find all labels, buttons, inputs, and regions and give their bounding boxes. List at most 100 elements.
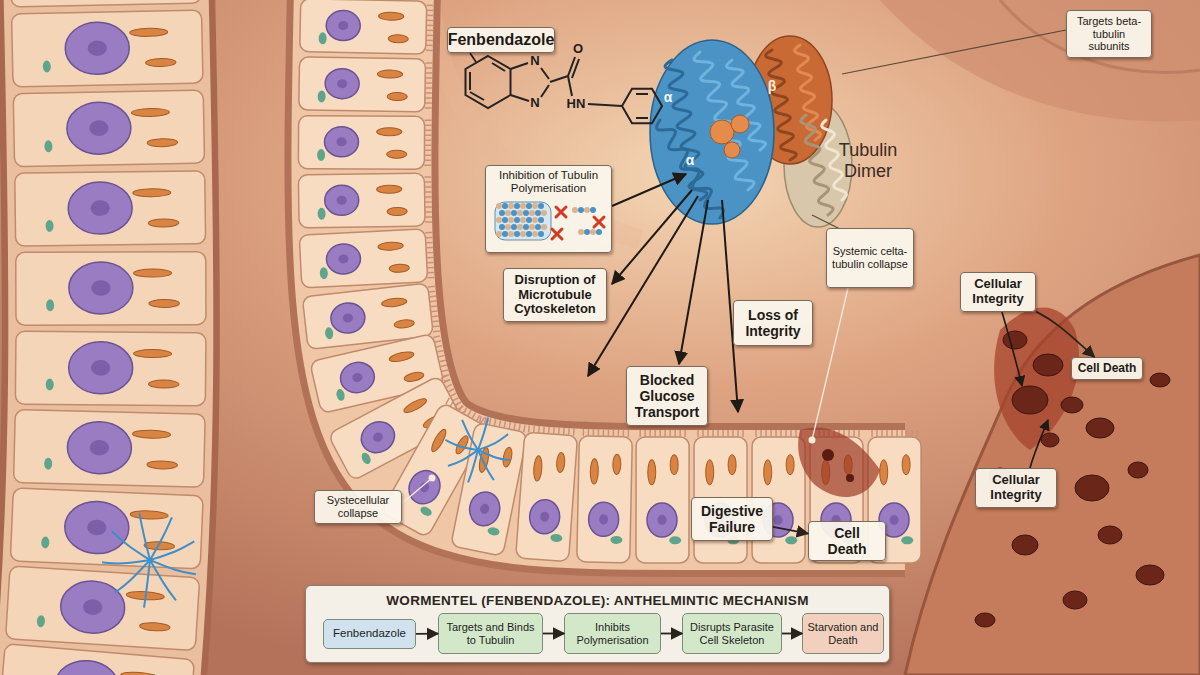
mitochondrion (387, 207, 407, 215)
tubulin-bead (496, 217, 502, 223)
microtubule-body (495, 202, 551, 240)
node-text: Cellular Integrity (980, 473, 1052, 503)
cell-nucleus (647, 503, 677, 537)
organelle (317, 149, 325, 161)
tubulin-bead (502, 217, 508, 223)
organelle (335, 388, 345, 401)
nucleolus (351, 372, 363, 383)
nucleolus (90, 200, 109, 216)
microtubule-fibre (150, 541, 194, 560)
organelle (419, 505, 433, 518)
mitochondrion (389, 264, 410, 273)
microvilli (424, 177, 432, 222)
effect-box: Digestive Failure (691, 497, 773, 541)
polymerisation-icon (491, 198, 607, 246)
epithelial-cell (298, 116, 431, 170)
node-text: Cellular Integrity (965, 277, 1031, 307)
epithelial-cell (15, 331, 206, 406)
nucleolus (89, 120, 108, 136)
block-cross (552, 229, 562, 239)
cell-membrane (10, 488, 203, 569)
node-text: Disruption of Microtubule Cytoskeleton (508, 273, 602, 318)
organelle (320, 267, 329, 279)
tissue-fold (880, 0, 1200, 122)
tubulin-bead (505, 210, 511, 216)
tubulin-bead (535, 210, 541, 216)
nucleolus (599, 514, 608, 524)
cell-nucleus (467, 489, 503, 528)
microvilli (446, 398, 489, 426)
node-text: Systemic celta-tubulin collapse (831, 245, 909, 270)
mitochondrion (130, 510, 168, 520)
organelle (785, 536, 797, 544)
tubulin-bead (499, 210, 505, 216)
mitochondrion (148, 219, 178, 227)
process-box: Inhibits Polymerisation (564, 613, 661, 654)
tubulin-bead (496, 231, 502, 237)
organelle (43, 60, 51, 72)
tubulin-fragment (590, 229, 596, 235)
epithelial-cell (10, 488, 203, 569)
cell-membrane (577, 436, 633, 563)
drug-label: Fenbendazole (447, 27, 555, 53)
tubulin-bead (514, 217, 520, 223)
microvilli (640, 430, 685, 437)
cell-nucleus (66, 102, 131, 155)
cell-nucleus (326, 10, 361, 41)
mitochondrion (149, 299, 179, 307)
microtubule-fibre (448, 450, 478, 466)
damaged-tissue (905, 255, 1200, 675)
node-text: Cell Death (1078, 362, 1137, 376)
cell-nucleus (588, 502, 619, 537)
mitochondrion (377, 185, 402, 193)
node-text: Fenbendazole (333, 627, 406, 640)
tubulin-bead (511, 210, 517, 216)
tubulin-bead (529, 210, 535, 216)
process-box: Fenbendazole (323, 619, 416, 649)
mitochondrion (880, 460, 888, 485)
panel-heading: WORMENTEL (FENBENDAZOLE): ANTHELMINTIC M… (386, 593, 808, 609)
mitochondrion (402, 396, 428, 415)
nucleolus (774, 515, 783, 525)
callout-box: Systemic celta-tubulin collapse (826, 228, 914, 288)
leader-lines (400, 30, 1066, 505)
cell-nucleus (337, 359, 377, 396)
nucleolus (83, 599, 103, 616)
atom-label: N (530, 54, 539, 69)
cytoskeleton-fibres (102, 513, 196, 607)
cell-nucleus (324, 127, 358, 157)
mitochondrion (120, 671, 159, 675)
tubulin-fragment (578, 229, 584, 235)
node-text: Targets and Binds to Tubulin (442, 621, 539, 646)
tubulin-bead (538, 231, 544, 237)
cell-nucleus (64, 500, 130, 555)
node-text: Blocked Glucose Transport (631, 372, 703, 420)
node-text: Digestive Failure (696, 503, 768, 535)
mitochondrion (134, 269, 172, 277)
tubulin-bead (520, 217, 526, 223)
flow-arrow (1036, 312, 1094, 357)
epithelial-cell (636, 430, 689, 563)
nucleolus (337, 196, 347, 205)
structure-label: Tubulin Dimer (822, 140, 914, 181)
process-box: Targets and Binds to Tubulin (438, 613, 543, 654)
flow-arrow (416, 633, 438, 635)
cell-nucleus (324, 185, 358, 216)
microtubule-fibre (139, 513, 150, 560)
cell-membrane (10, 0, 201, 7)
mitochondrion (590, 459, 599, 484)
nucleolus (479, 503, 490, 515)
cell-membrane (15, 331, 206, 406)
organelle (669, 536, 681, 544)
microtubule-fibre (478, 434, 508, 450)
tissue-holes (975, 331, 1170, 627)
organelle (46, 379, 54, 391)
mitochondrion (130, 28, 168, 37)
nucleolus (87, 40, 107, 56)
tubulin-dimer (650, 36, 852, 227)
epithelial-cell (13, 90, 204, 167)
mitochondrion (147, 138, 178, 147)
tubulin-bead (532, 217, 538, 223)
tubulin-bead (529, 224, 535, 230)
microvilli (428, 286, 440, 331)
